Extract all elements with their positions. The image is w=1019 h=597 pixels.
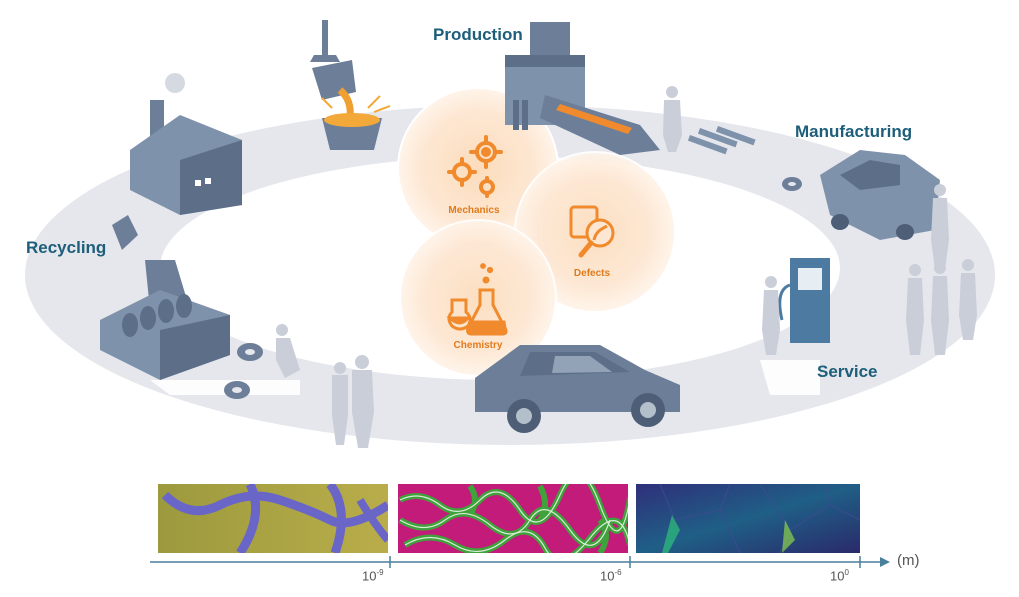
factory-illustration <box>130 73 242 215</box>
tick-label-micro: 10-6 <box>600 568 622 584</box>
magnifier-icon <box>569 205 615 258</box>
atomistic-panel <box>158 484 388 553</box>
tires-illustration <box>224 177 802 399</box>
shredder-illustration <box>100 215 230 380</box>
people-silhouettes <box>276 86 977 448</box>
steel-bars-illustration <box>687 126 756 155</box>
gears-icon <box>447 135 503 198</box>
furnace-illustration <box>505 22 660 155</box>
service-label: Service <box>817 362 878 381</box>
tick-label-macro: 100 <box>830 568 849 584</box>
ladle-illustration <box>310 20 391 150</box>
production-label: Production <box>433 25 523 44</box>
scale-unit-label: (m) <box>897 552 920 569</box>
sedan-illustration <box>475 345 680 433</box>
recycling-label: Recycling <box>26 238 107 257</box>
flask-icon <box>446 263 508 336</box>
fuel-pump-illustration <box>778 258 830 343</box>
defects-label: Defects <box>573 268 611 279</box>
tick-label-nano: 10-9 <box>362 568 384 584</box>
manufacturing-car-illustration <box>820 150 940 240</box>
chemistry-label: Chemistry <box>453 340 503 351</box>
mechanics-label: Mechanics <box>448 205 500 216</box>
phase-field-panel <box>398 484 628 553</box>
continuum-panel <box>636 484 860 553</box>
length-scale-axis <box>150 556 890 568</box>
manufacturing-label: Manufacturing <box>795 122 913 141</box>
